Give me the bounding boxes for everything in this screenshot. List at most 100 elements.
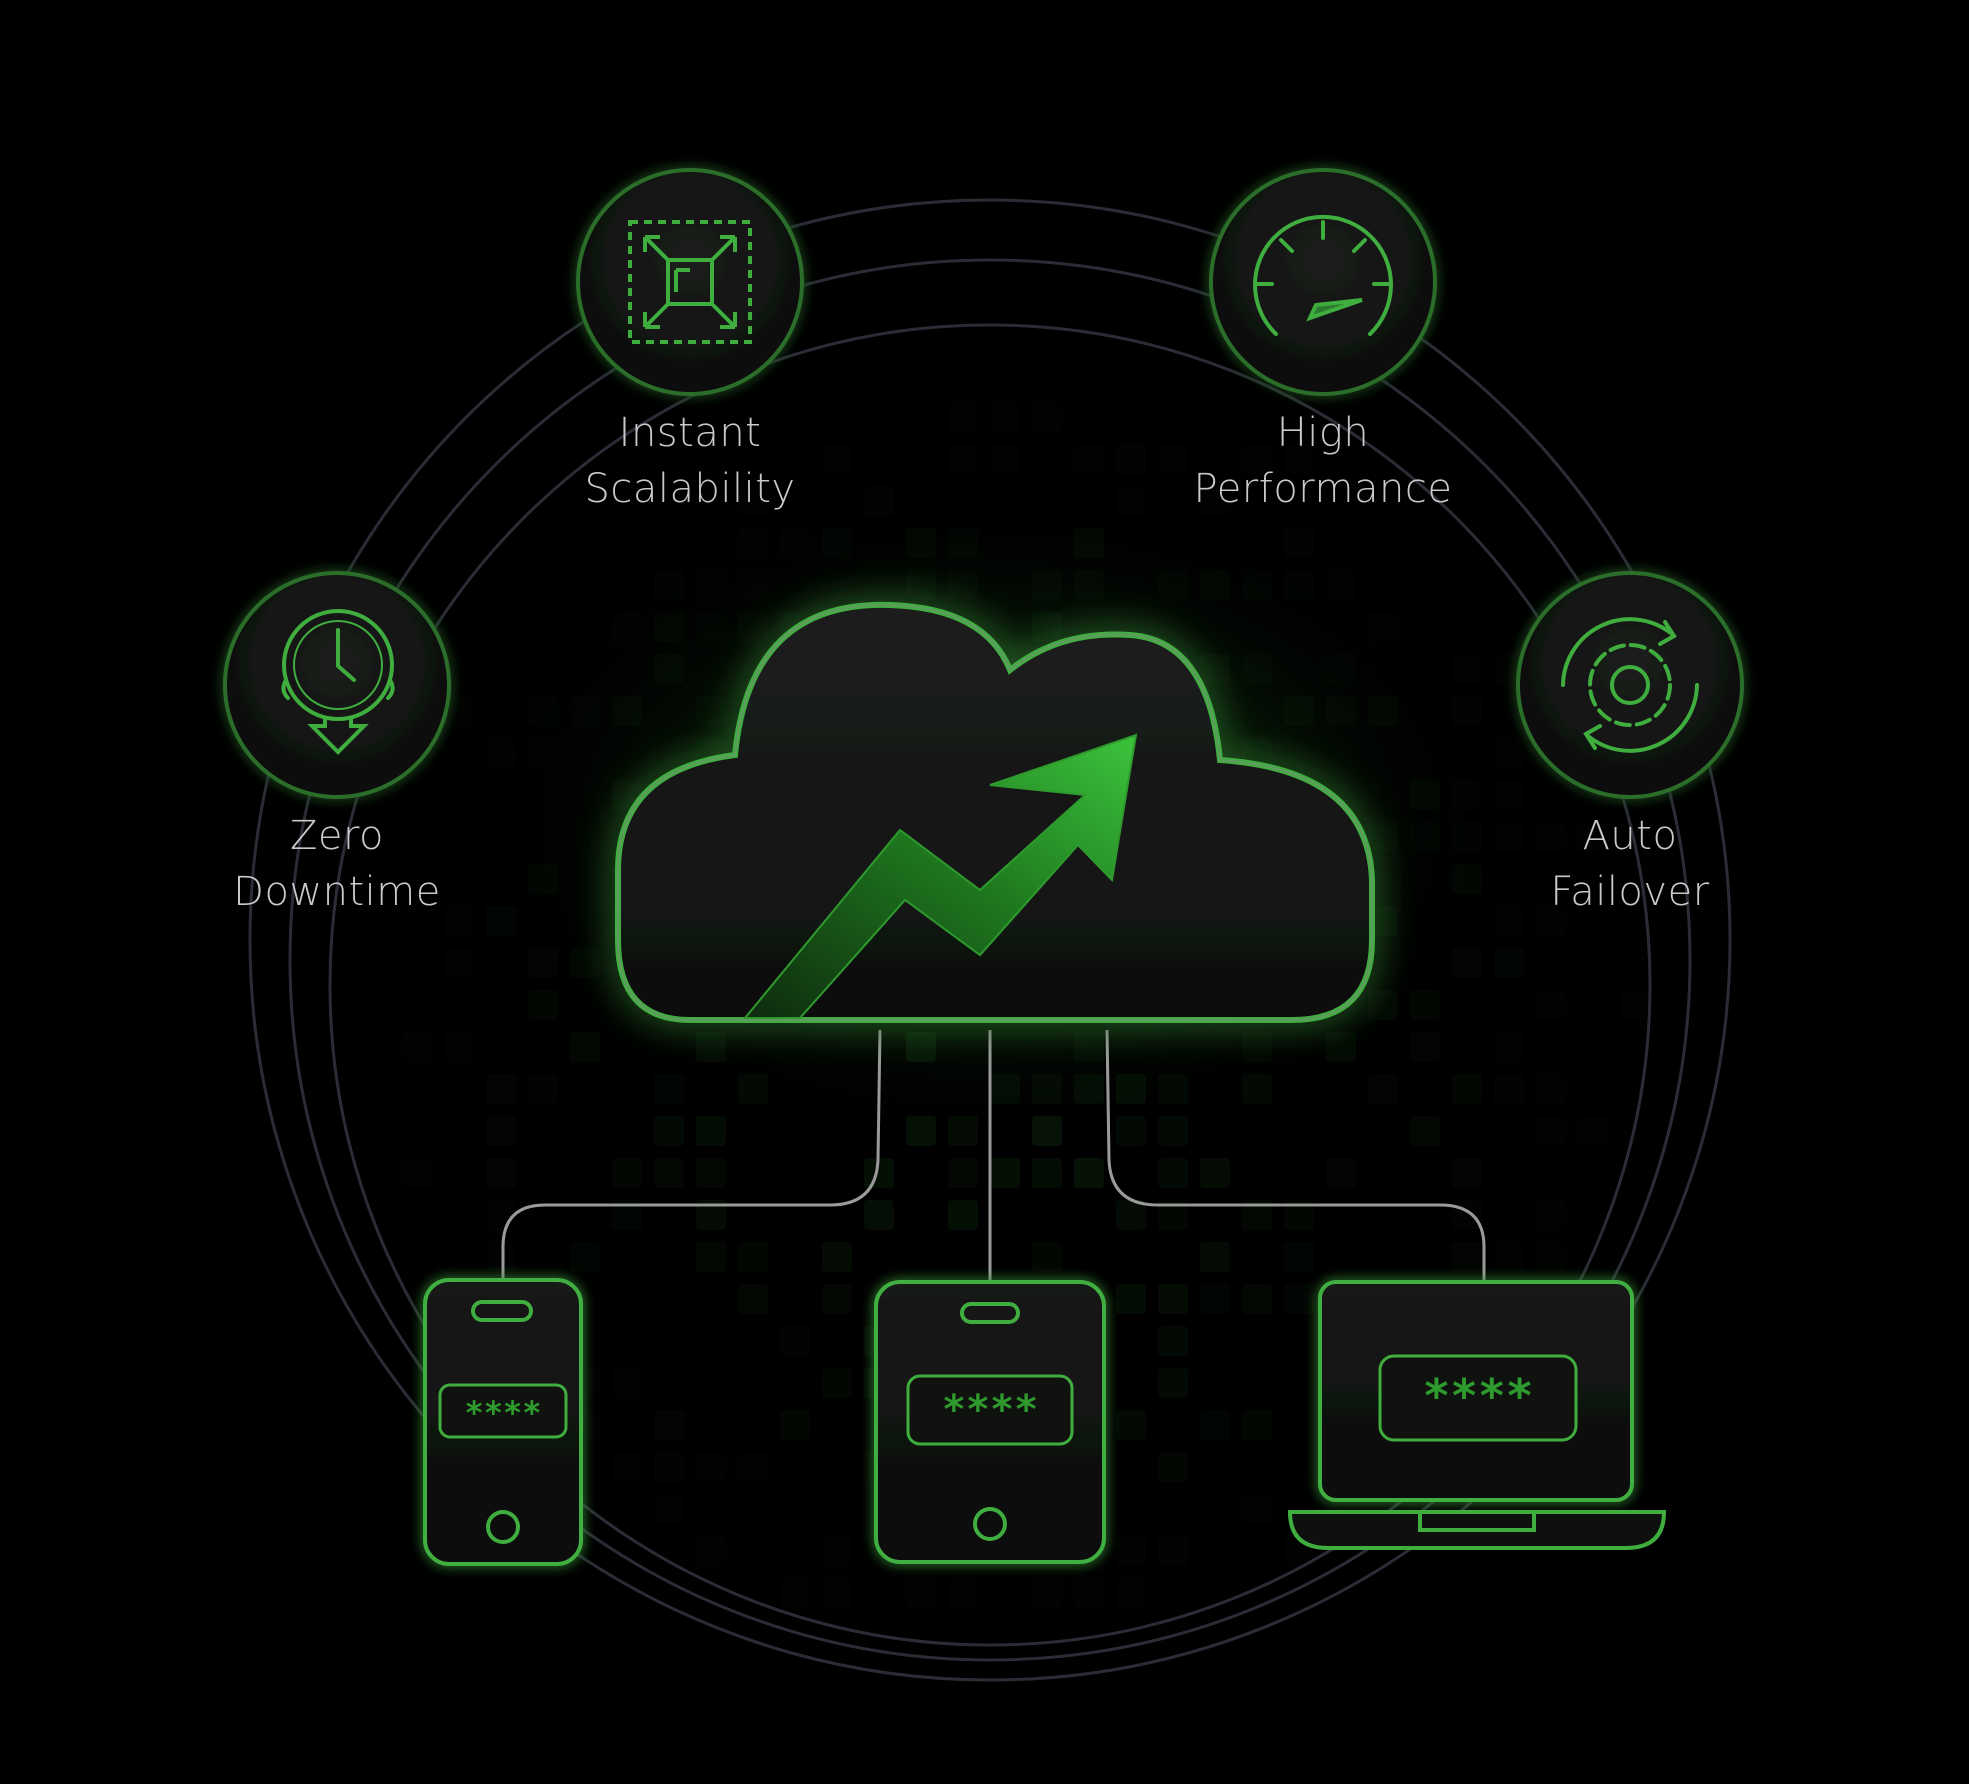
grid-pixel: [486, 1200, 516, 1230]
grid-pixel: [444, 906, 474, 936]
grid-pixel: [1494, 906, 1524, 936]
grid-pixel: [528, 990, 558, 1020]
grid-pixel: [444, 1032, 474, 1062]
grid-pixel: [1158, 1536, 1188, 1566]
speedometer-icon: [1253, 214, 1393, 336]
grid-pixel: [822, 1578, 852, 1608]
grid-pixel: [486, 1242, 516, 1272]
feature-instant-scalability: Instant Scalability: [576, 168, 804, 512]
grid-pixel: [1494, 948, 1524, 978]
grid-pixel: [444, 948, 474, 978]
grid-pixel: [822, 402, 852, 432]
grid-pixel: [486, 1116, 516, 1146]
grid-pixel: [780, 1578, 810, 1608]
feature-circle: [223, 571, 451, 799]
password-mask: ****: [942, 1387, 1038, 1433]
feature-circle: [576, 168, 804, 396]
feature-circle: [1209, 168, 1437, 396]
grid-pixel: [570, 1242, 600, 1272]
stopwatch-down-arrow-icon: [281, 609, 395, 755]
cloud-trend-up-icon: [615, 601, 1375, 1023]
grid-pixel: [1116, 444, 1146, 474]
grid-pixel: [738, 1284, 768, 1314]
grid-pixel: [1200, 1284, 1230, 1314]
password-mask: ****: [464, 1394, 541, 1432]
grid-pixel: [1032, 1578, 1062, 1608]
grid-pixel: [948, 1200, 978, 1230]
grid-pixel: [444, 822, 474, 852]
grid-pixel: [1242, 402, 1272, 432]
grid-pixel: [360, 948, 390, 978]
grid-pixel: [402, 1032, 432, 1062]
connector-laptop: [1105, 1029, 1486, 1282]
cloud-inner-rim: [617, 603, 1373, 1021]
grid-pixel: [1158, 1452, 1188, 1482]
grid-pixel: [1368, 1074, 1398, 1104]
grid-pixel: [1116, 1536, 1146, 1566]
feature-label-line2: Downtime: [233, 869, 441, 915]
connector-lines: [501, 1029, 1486, 1284]
password-field: ****: [438, 1383, 568, 1439]
grid-pixel: [1158, 1284, 1188, 1314]
grid-pixel: [612, 1368, 642, 1398]
grid-pixel: [1494, 1242, 1524, 1272]
grid-pixel: [990, 444, 1020, 474]
grid-pixel: [1200, 1410, 1230, 1440]
grid-pixel: [948, 444, 978, 474]
feature-high-performance: High Performance: [1194, 168, 1452, 512]
grid-pixel: [1158, 1158, 1188, 1188]
grid-pixel: [1620, 948, 1650, 978]
trend-up-arrow: [742, 733, 1138, 1019]
grid-pixel: [1578, 1116, 1608, 1146]
grid-pixel: [654, 1452, 684, 1482]
grid-pixel: [1116, 1200, 1146, 1230]
grid-pixel: [738, 1242, 768, 1272]
grid-pixel: [1116, 1410, 1146, 1440]
grid-pixel: [1536, 990, 1566, 1020]
grid-pixel: [1032, 1158, 1062, 1188]
grid-pixel: [1074, 1158, 1104, 1188]
connector-phone: [501, 1029, 882, 1282]
grid-pixel: [486, 1158, 516, 1188]
grid-pixel: [402, 1116, 432, 1146]
grid-pixel: [864, 1200, 894, 1230]
grid-pixel: [1158, 444, 1188, 474]
grid-pixel: [990, 1158, 1020, 1188]
grid-pixel: [1452, 1158, 1482, 1188]
password-field: ****: [906, 1374, 1074, 1446]
grid-pixel: [780, 1326, 810, 1356]
password-field: ****: [1378, 1354, 1578, 1442]
grid-pixel: [1200, 1242, 1230, 1272]
grid-pixel: [822, 444, 852, 474]
orbit-rings: [248, 198, 1732, 1682]
grid-pixel: [1242, 1200, 1272, 1230]
grid-pixel: [1578, 1158, 1608, 1188]
grid-pixel: [948, 1578, 978, 1608]
gear-refresh-icon: [1561, 617, 1699, 753]
grid-pixel: [654, 1116, 684, 1146]
device-laptop: ****: [1287, 1280, 1667, 1550]
password-mask: ****: [1423, 1369, 1534, 1423]
grid-pixel: [948, 402, 978, 432]
grid-pixel: [990, 360, 1020, 390]
grid-pixel: [696, 1116, 726, 1146]
grid-pixel: [1158, 1326, 1188, 1356]
grid-pixel: [1536, 1242, 1566, 1272]
grid-pixel: [1410, 1032, 1440, 1062]
grid-pixel: [1620, 990, 1650, 1020]
grid-pixel: [948, 1158, 978, 1188]
grid-pixel: [738, 1452, 768, 1482]
grid-pixel: [696, 1536, 726, 1566]
grid-pixel: [1326, 1158, 1356, 1188]
grid-pixel: [1158, 1368, 1188, 1398]
grid-pixel: [1536, 1116, 1566, 1146]
feature-label-line1: Zero: [290, 813, 384, 859]
feature-auto-failover: Auto Failover: [1516, 571, 1744, 915]
grid-pixel: [696, 1200, 726, 1230]
grid-pixel: [444, 1200, 474, 1230]
grid-pixel: [1536, 1074, 1566, 1104]
grid-pixel: [402, 1158, 432, 1188]
grid-pixel: [1284, 1242, 1314, 1272]
grid-pixel: [1074, 1578, 1104, 1608]
feature-label-line1: Instant: [619, 410, 762, 456]
